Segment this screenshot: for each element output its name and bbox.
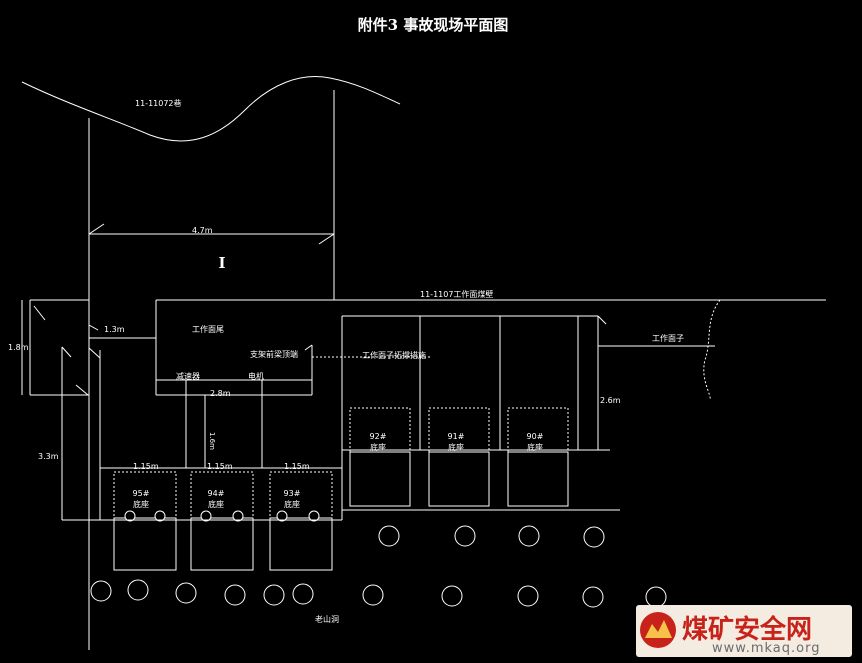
prop-circle bbox=[175, 582, 197, 604]
beam-arrow bbox=[304, 344, 313, 351]
support-95-id: 95# bbox=[133, 489, 150, 498]
prop-circle bbox=[645, 586, 667, 608]
label-w-c: 1.15m bbox=[284, 462, 310, 471]
dim-2-6-tick bbox=[597, 315, 607, 325]
label-work-face-tail: 工作面尾 bbox=[192, 324, 224, 334]
support-94-body bbox=[190, 517, 254, 571]
prop-circle bbox=[517, 585, 539, 607]
support-95-sub: 底座 bbox=[133, 499, 149, 509]
watermark-bg bbox=[636, 605, 852, 657]
support-93-body bbox=[269, 517, 333, 571]
label-dim-3-3: 3.3m bbox=[38, 452, 59, 461]
prop-circle bbox=[362, 584, 384, 606]
support-91-id: 91# bbox=[448, 432, 465, 441]
label-roadway-top: 11-11072巷 bbox=[135, 99, 182, 108]
support-94-pin-b bbox=[232, 510, 244, 522]
label-reducer: 减速器 bbox=[176, 371, 200, 381]
dim-tick-c bbox=[88, 347, 101, 359]
watermark-url: www.mkaq.org bbox=[712, 641, 820, 656]
marker-i: I bbox=[218, 254, 225, 272]
label-dim-2-8: 2.8m bbox=[210, 389, 231, 398]
label-w-b: 1.15m bbox=[207, 462, 233, 471]
support-95-pin-b bbox=[154, 510, 166, 522]
support-95-pin-a bbox=[124, 510, 136, 522]
prop-circle bbox=[90, 580, 112, 602]
label-motor: 电机 bbox=[248, 371, 264, 381]
prop-circle bbox=[518, 525, 540, 547]
prop-circle bbox=[454, 525, 476, 547]
support-94-sub: 底座 bbox=[208, 499, 224, 509]
support-90-id: 90# bbox=[527, 432, 544, 441]
support-92-id: 92# bbox=[370, 432, 387, 441]
support-90-sub: 底座 bbox=[527, 442, 543, 452]
label-roadway-main: 11-1107工作面煤壁 bbox=[420, 289, 493, 299]
support-93-id: 93# bbox=[284, 489, 301, 498]
page-title: 附件3 事故现场平面图 bbox=[358, 16, 509, 34]
support-92-body bbox=[349, 451, 411, 507]
support-92-sub: 底座 bbox=[370, 442, 386, 452]
prop-circle bbox=[441, 585, 463, 607]
support-93-pin-b bbox=[308, 510, 320, 522]
dim-tick-b bbox=[75, 384, 89, 396]
support-91-body bbox=[428, 451, 490, 507]
prop-circle bbox=[224, 584, 246, 606]
watermark: 煤矿安全网 www.mkaq.org bbox=[636, 605, 852, 657]
dim-tick-a bbox=[33, 305, 46, 321]
watermark-logo-icon bbox=[640, 612, 676, 648]
label-extension: 工作面子拓撑措施 bbox=[362, 350, 426, 360]
prop-circle bbox=[127, 579, 149, 601]
support-94-id: 94# bbox=[208, 489, 225, 498]
watermark-name: 煤矿安全网 bbox=[682, 614, 812, 645]
dim-3-3-tick bbox=[61, 346, 72, 358]
support-93-top bbox=[269, 471, 333, 519]
label-width-top: 4.7m bbox=[192, 226, 213, 235]
prop-circle bbox=[292, 583, 314, 605]
roadway-top-boundary bbox=[21, 76, 401, 142]
dim-1-3-tick bbox=[88, 324, 99, 331]
support-94-top bbox=[190, 471, 254, 519]
support-91-sub: 底座 bbox=[448, 442, 464, 452]
label-support-beam: 支架前梁顶端 bbox=[250, 349, 298, 359]
watermark-mountain-icon bbox=[645, 620, 672, 638]
prop-circle bbox=[582, 586, 604, 608]
label-work-roadway: 工作面子 bbox=[652, 333, 684, 343]
support-95-top bbox=[113, 471, 177, 519]
label-dim-2-6: 2.6m bbox=[600, 396, 621, 405]
support-93-sub: 底座 bbox=[284, 499, 300, 509]
prop-circle bbox=[378, 525, 400, 547]
dim-arrow-left bbox=[88, 223, 105, 235]
support-90-body bbox=[507, 451, 569, 507]
coal-break-line bbox=[703, 299, 721, 401]
support-94-pin-a bbox=[200, 510, 212, 522]
label-old-roadway: 老山洞 bbox=[315, 614, 339, 624]
label-dim-1-8: 1.8m bbox=[8, 343, 29, 352]
prop-circle bbox=[583, 526, 605, 548]
prop-circle bbox=[263, 584, 285, 606]
dim-arrow-right bbox=[318, 233, 335, 245]
label-w-1-3: 1.3m bbox=[104, 325, 125, 334]
support-95-body bbox=[113, 517, 177, 571]
support-93-pin-a bbox=[276, 510, 288, 522]
label-dim-1-6: 1.6m bbox=[208, 432, 216, 450]
label-w-a: 1.15m bbox=[133, 462, 159, 471]
